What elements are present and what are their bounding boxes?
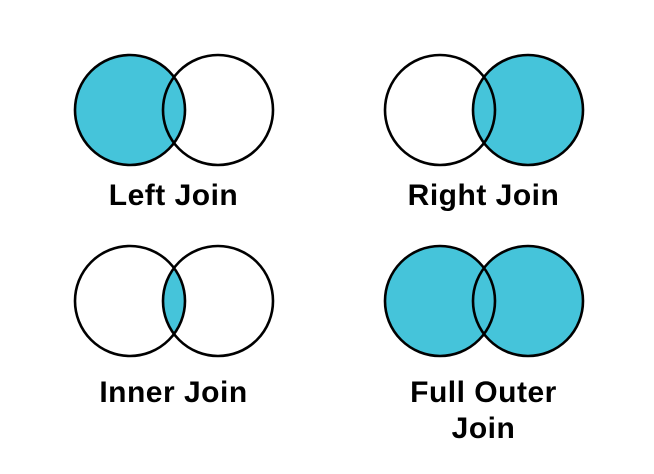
venn-label-inner-join: Inner Join <box>99 376 248 409</box>
left-circle-outline <box>383 244 496 358</box>
right-circle-fill <box>472 55 583 165</box>
venn-cell-inner-join: Inner Join <box>10 237 337 474</box>
venn-diagram-left-join <box>73 53 274 167</box>
right-circle-outline <box>471 53 584 167</box>
left-circle-fill <box>384 246 495 356</box>
venn-cell-right-join: Right Join <box>320 0 647 237</box>
venn-cell-full-outer-join: Full Outer Join <box>320 237 647 474</box>
left-circle-outline <box>383 53 496 167</box>
venn-label-left-join: Left Join <box>108 179 239 212</box>
left-circle-outline <box>73 53 186 167</box>
right-circle-outline <box>471 244 584 358</box>
venn-label-right-join: Right Join <box>407 179 560 212</box>
right-circle-fill <box>472 246 583 356</box>
left-circle-outline <box>73 244 186 358</box>
right-circle-outline <box>161 53 274 167</box>
left-circle-fill <box>74 55 185 165</box>
venn-cell-left-join: Left Join <box>10 0 337 237</box>
venn-label-full-outer-join: Full Outer Join <box>410 376 557 445</box>
venn-diagram-full-outer-join <box>383 244 584 358</box>
right-circle-outline <box>161 244 274 358</box>
venn-diagram-right-join <box>383 53 584 167</box>
venn-diagram-inner-join <box>73 244 274 358</box>
